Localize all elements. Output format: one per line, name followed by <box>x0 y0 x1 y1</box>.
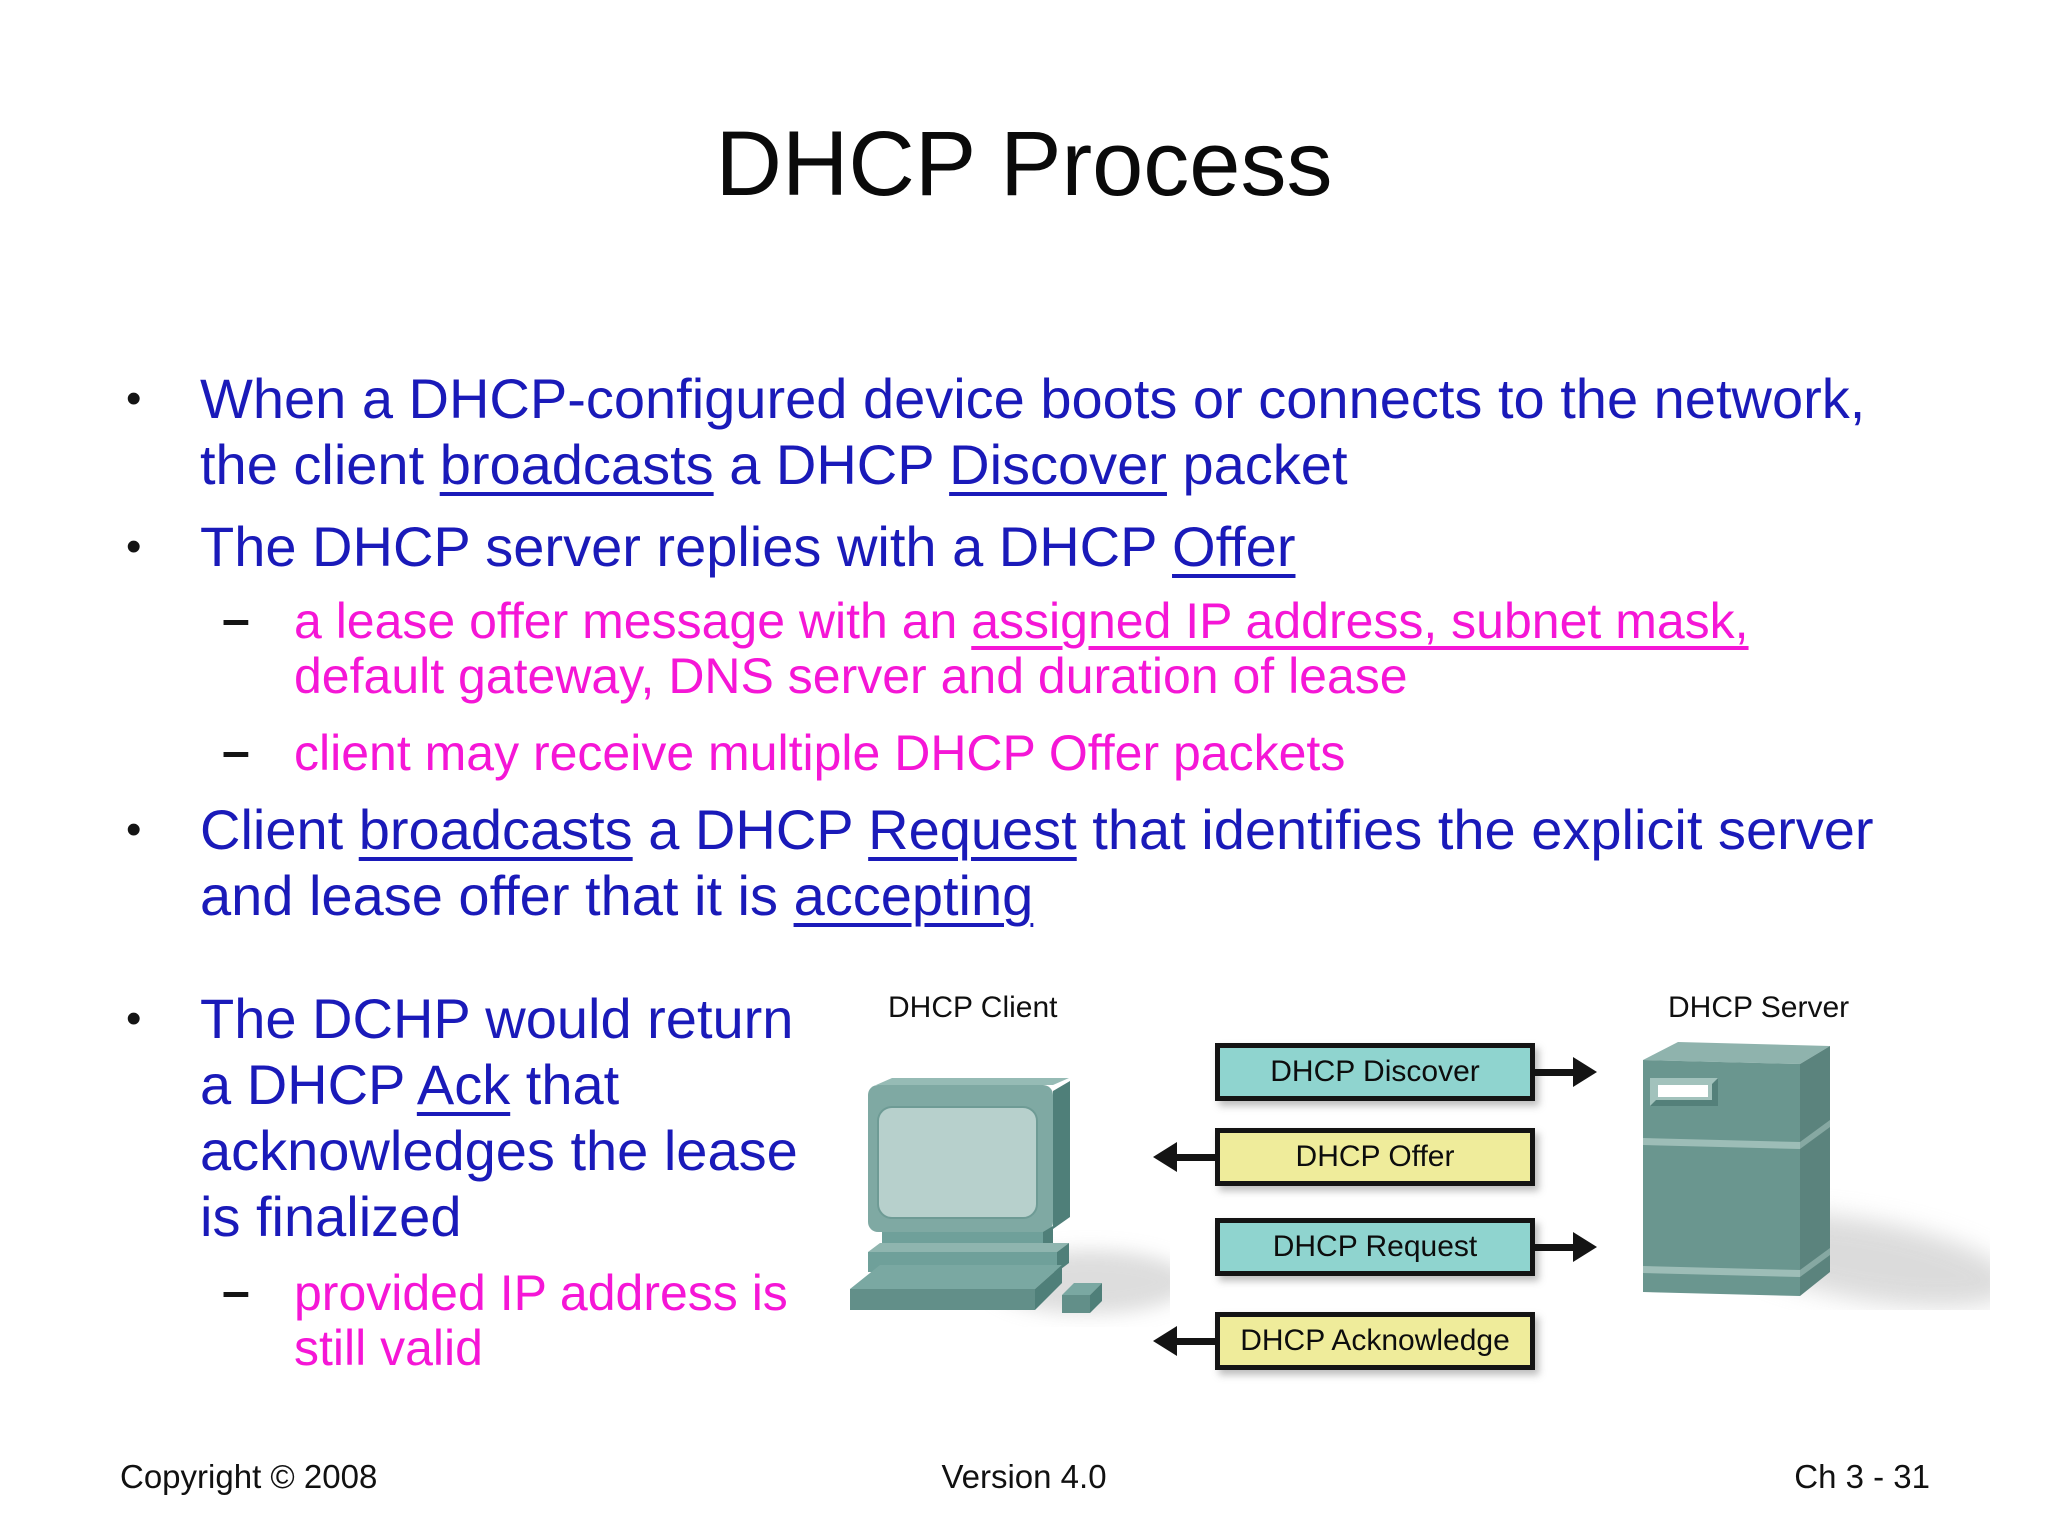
bullet-text: a lease offer message with an assigned I… <box>294 593 1749 705</box>
message-row: DHCP Offer <box>1153 1128 1653 1186</box>
message-row: DHCP Discover <box>1153 1043 1653 1101</box>
bullet-item: • The DCHP would return a DHCP Ack that a… <box>118 986 848 1250</box>
arrow-left-icon <box>1153 1142 1215 1172</box>
sub-bullet-item: –client may receive multiple DHCP Offer … <box>118 723 1960 781</box>
bullet-dash-icon: – <box>222 591 250 647</box>
bullet-dot-icon: • <box>126 994 142 1043</box>
bullet-dash-icon: – <box>222 723 250 779</box>
arrow-left-icon <box>1153 1326 1215 1356</box>
message-box: DHCP Request <box>1215 1218 1535 1276</box>
bullet-text: Client broadcasts a DHCP Request that id… <box>200 798 1874 927</box>
bullet-item: • When a DHCP-configured device boots or … <box>118 366 1960 498</box>
bullet-dot-icon: • <box>126 374 142 423</box>
bullet-list-top: • When a DHCP-configured device boots or … <box>118 366 1960 929</box>
server-tower-icon <box>1643 1042 1990 1308</box>
bullet-text: client may receive multiple DHCP Offer p… <box>294 725 1346 781</box>
bullet-text: provided IP address is still valid <box>294 1265 788 1376</box>
arrow-right-icon <box>1535 1232 1597 1262</box>
message-row: DHCP Request <box>1153 1218 1653 1276</box>
arrow-right-icon <box>1535 1057 1597 1087</box>
message-box: DHCP Acknowledge <box>1215 1312 1535 1370</box>
bullet-item: • The DHCP server replies with a DHCP Off… <box>118 514 1960 580</box>
sub-bullet-item: –a lease offer message with an assigned … <box>118 591 1960 705</box>
message-row: DHCP Acknowledge <box>1153 1312 1653 1370</box>
server-label: DHCP Server <box>1668 991 1850 1024</box>
bullet-text: The DCHP would return a DHCP Ack that ac… <box>200 987 798 1248</box>
bullet-text: When a DHCP-configured device boots or c… <box>200 367 1866 496</box>
footer-page-number: Ch 3 - 31 <box>1794 1458 1930 1495</box>
sub-bullet-item: –provided IP address is still valid <box>118 1263 848 1376</box>
bullet-dot-icon: • <box>126 805 142 854</box>
dhcp-exchange-diagram: DHCP Client DHCP Server <box>840 985 2040 1415</box>
bullet-dash-icon: – <box>222 1263 250 1319</box>
bullet-list-bottom: • The DCHP would return a DHCP Ack that a… <box>118 986 848 1376</box>
bullet-item: • Client broadcasts a DHCP Request that i… <box>118 797 1960 929</box>
footer-copyright: Copyright © 2008 <box>120 1458 378 1495</box>
message-box: DHCP Discover <box>1215 1043 1535 1101</box>
message-box: DHCP Offer <box>1215 1128 1535 1186</box>
desktop-computer-icon <box>850 1078 1170 1314</box>
client-label: DHCP Client <box>888 991 1058 1024</box>
page-title: DHCP Process <box>715 113 1333 215</box>
footer-version: Version 4.0 <box>941 1458 1107 1495</box>
bullet-text: The DHCP server replies with a DHCP Offe… <box>200 515 1296 578</box>
bullet-dot-icon: • <box>126 522 142 571</box>
